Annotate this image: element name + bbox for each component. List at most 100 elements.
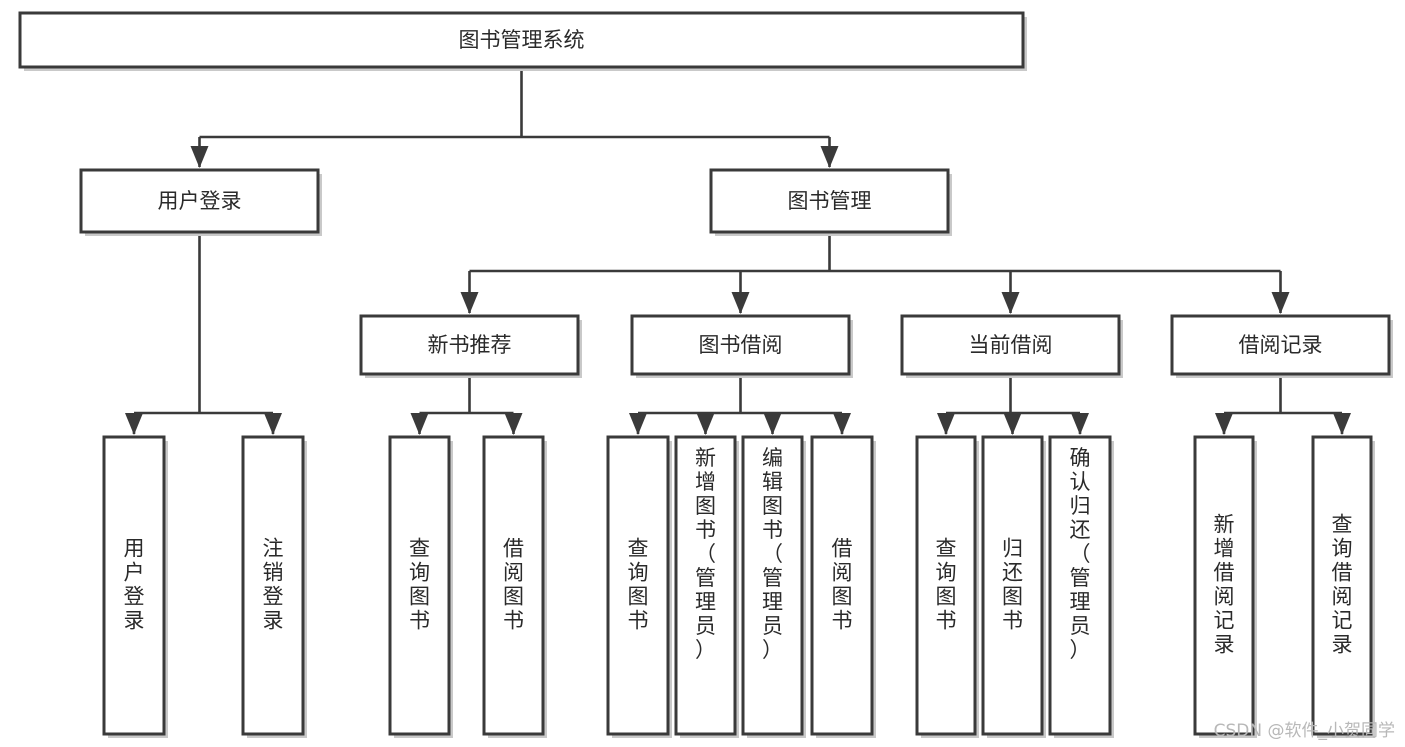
node-label-char: 录 [1332, 633, 1353, 657]
arrow-head-icon [937, 413, 955, 435]
arrow-head-icon [820, 146, 839, 168]
node-label-char: 录 [124, 609, 145, 633]
arrow-head-icon [125, 413, 143, 435]
arrow-head-icon [1215, 413, 1233, 435]
node-label-char: 书 [762, 518, 783, 542]
node-label-char: 归 [1002, 537, 1023, 561]
node-label-char: 确 [1070, 446, 1091, 470]
node-label-char: 借 [1214, 561, 1235, 585]
node-label-char: 图 [628, 585, 649, 609]
node-border [241, 435, 305, 736]
node-label-char: 理 [695, 590, 716, 614]
node-label: 图书借阅 [699, 333, 783, 357]
node-border [900, 314, 1121, 376]
node-label-char: ） [762, 638, 783, 662]
node-label-char: 归 [1070, 494, 1091, 518]
node-label-char: 借 [1332, 561, 1353, 585]
node-boxes: 图书管理系统用户登录图书管理新书推荐图书借阅当前借阅借阅记录用户登录注销登录查询… [18, 11, 1393, 738]
node-label-char: 认 [1070, 470, 1091, 494]
node-label-char: 书 [936, 609, 957, 633]
node-label: 新书推荐 [428, 333, 512, 357]
node-border [741, 435, 804, 736]
node-label-char: 员 [1070, 614, 1091, 638]
node-user-login[interactable]: 用户登录 [79, 168, 322, 236]
node-borrow-record[interactable]: 借阅记录 [1170, 314, 1393, 378]
node-label-char: 增 [1214, 537, 1235, 561]
node-label-char: 书 [832, 609, 853, 633]
node-label-char: 询 [936, 561, 957, 585]
node-label-char: 录 [263, 609, 284, 633]
node-label-char: 查 [1332, 513, 1353, 537]
node-label-char: 查 [409, 537, 430, 561]
node-label: 借阅记录 [1239, 333, 1323, 357]
node-border [630, 314, 851, 376]
arrow-head-icon [1271, 292, 1290, 314]
arrow-head-icon [833, 413, 851, 435]
node-book-management[interactable]: 图书管理 [709, 168, 952, 236]
node-label: 图书管理 [788, 189, 872, 213]
node-label-char: 书 [695, 518, 716, 542]
node-label-char: 理 [762, 590, 783, 614]
node-label-char: 注 [263, 537, 284, 561]
node-label-char: 理 [1070, 590, 1091, 614]
node-border [674, 435, 737, 736]
node-label-char: 询 [1332, 537, 1353, 561]
arrow-head-icon [1001, 292, 1020, 314]
node-label-char: 书 [503, 609, 524, 633]
node-label-char: 户 [124, 561, 145, 585]
connector-edges [125, 67, 1351, 435]
node-border [388, 435, 451, 736]
node-border [482, 435, 545, 736]
node-label-char: 还 [1002, 561, 1023, 585]
arrow-head-icon [504, 413, 523, 435]
node-root[interactable]: 图书管理系统 [18, 11, 1027, 71]
node-label-char: 记 [1214, 609, 1235, 633]
node-label-char: 登 [263, 585, 284, 609]
arrow-head-icon [1071, 413, 1089, 435]
node-border [18, 11, 1025, 69]
node-current-borrow[interactable]: 当前借阅 [900, 314, 1123, 378]
node-label-char: 阅 [503, 561, 524, 585]
csdn-watermark: CSDN @软件_小贺同学 [1213, 721, 1395, 741]
arrow-head-icon [1003, 413, 1022, 435]
node-label-char: 查 [936, 537, 957, 561]
node-book-borrow[interactable]: 图书借阅 [630, 314, 853, 378]
node-border [79, 168, 320, 234]
arrow-head-icon [1333, 413, 1351, 435]
node-new-book-recommend[interactable]: 新书推荐 [359, 314, 582, 378]
node-label-char: （ [695, 542, 716, 566]
node-label-char: 查 [628, 537, 649, 561]
node-label-char: 登 [124, 585, 145, 609]
node-label-char: （ [1070, 542, 1091, 566]
node-label: 用户登录 [158, 189, 242, 213]
node-leaf-user-login[interactable]: 用户登录 [102, 435, 168, 738]
node-label-char: 录 [1214, 633, 1235, 657]
arrow-head-icon [460, 292, 479, 314]
node-border [1048, 435, 1112, 736]
node-border [359, 314, 580, 376]
node-label-char: ） [695, 638, 716, 662]
node-label-char: 图 [1002, 585, 1023, 609]
arrow-head-icon [410, 413, 429, 435]
node-label: 当前借阅 [969, 333, 1053, 357]
node-border [1170, 314, 1391, 376]
node-label-char: 新 [695, 446, 716, 470]
node-label-char: 用 [124, 537, 145, 561]
node-label-char: 图 [695, 494, 716, 518]
arrow-head-icon [190, 146, 209, 168]
arrow-head-icon [731, 292, 750, 314]
node-label-char: 记 [1332, 609, 1353, 633]
